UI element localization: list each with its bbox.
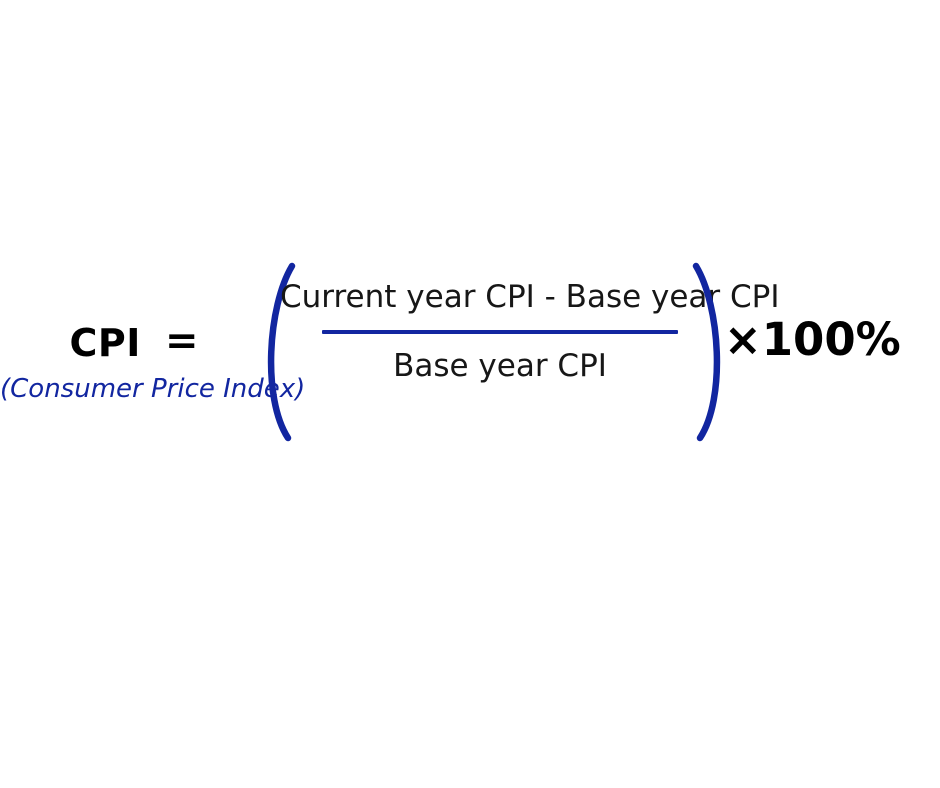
- close-paren-icon: [680, 262, 736, 442]
- cpi-symbol: CPI: [69, 321, 141, 365]
- fraction: Current year CPI - Base year CPI Base ye…: [280, 279, 780, 384]
- fraction-numerator: Current year CPI - Base year CPI: [280, 279, 780, 315]
- multiplier-label: ×100%: [724, 313, 901, 366]
- formula-left-side-row: CPI =: [0, 316, 268, 370]
- open-paren-icon: [252, 262, 308, 442]
- equals-sign: =: [164, 318, 199, 364]
- fraction-bar: [322, 330, 678, 334]
- fraction-denominator: Base year CPI: [393, 348, 607, 384]
- cpi-expansion-label: (Consumer Price Index): [0, 374, 306, 404]
- formula-left-side: CPI = (Consumer Price Index): [0, 316, 306, 404]
